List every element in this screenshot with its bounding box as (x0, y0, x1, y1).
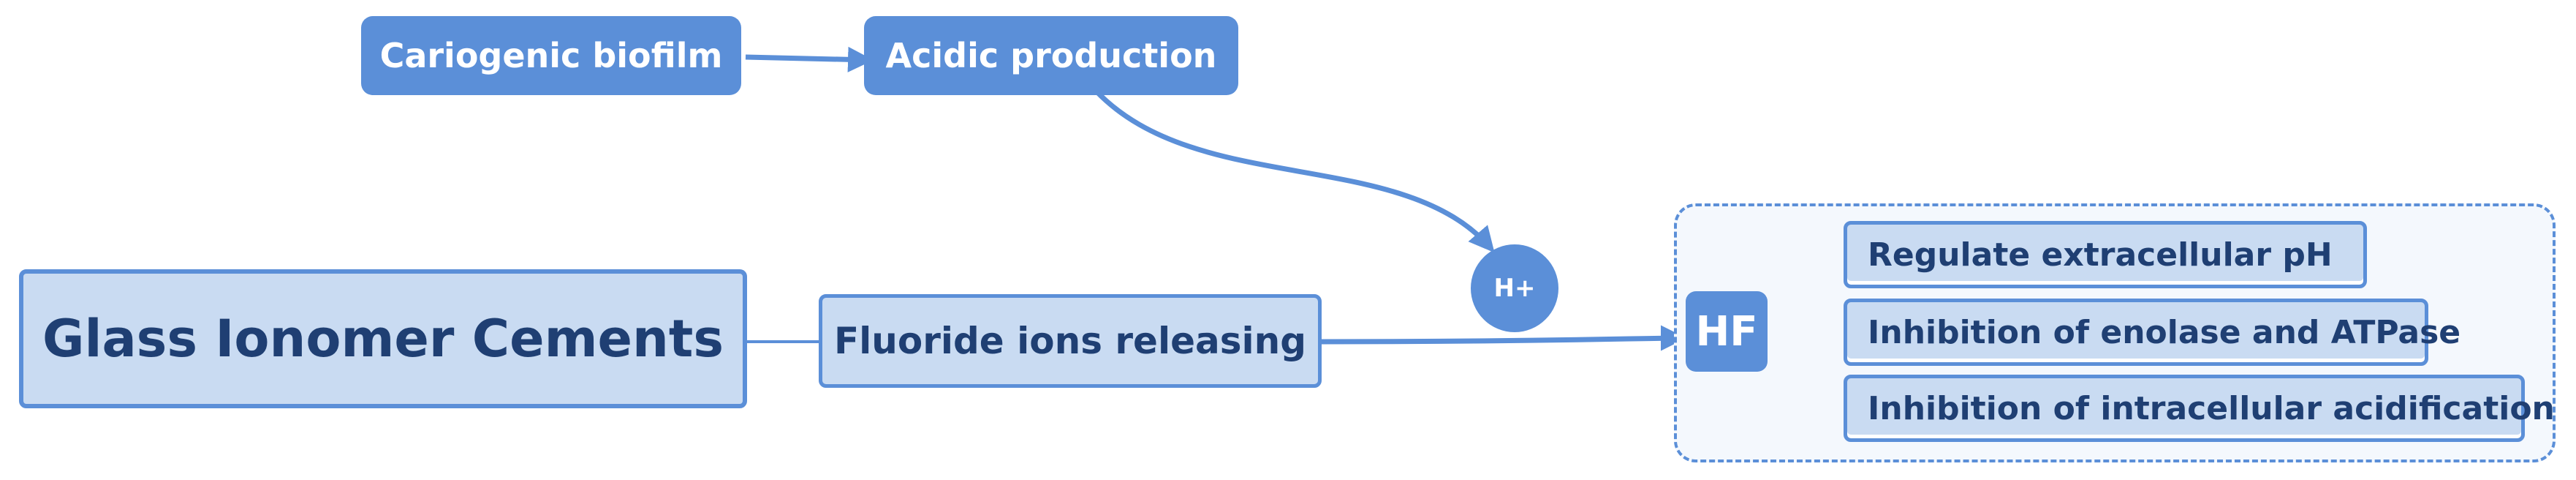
effect-inhibition-enolase-atpase: Inhibition of enolase and ATPase (1844, 299, 2461, 366)
acidic-production-node: Acidic production (864, 16, 1238, 95)
glass-ionomer-cements-node: Glass Ionomer Cements (19, 269, 747, 408)
arrow-fluoride-to-hf (1321, 325, 1686, 351)
arrow-biofilm-to-acid (745, 46, 874, 72)
arrow-acid-to-hplus (1094, 89, 1495, 253)
effect-regulate-ph: Regulate extracellular pH (1844, 221, 2367, 288)
cariogenic-biofilm-node: Cariogenic biofilm (361, 16, 741, 95)
effect-inhibition-intracellular-acidification: Inhibition of intracellular acidificatio… (1844, 375, 2555, 442)
hplus-node: H+ (1471, 244, 1558, 332)
fluoride-ions-releasing-node: Fluoride ions releasing (819, 294, 1322, 388)
hf-node: HF (1686, 291, 1768, 372)
